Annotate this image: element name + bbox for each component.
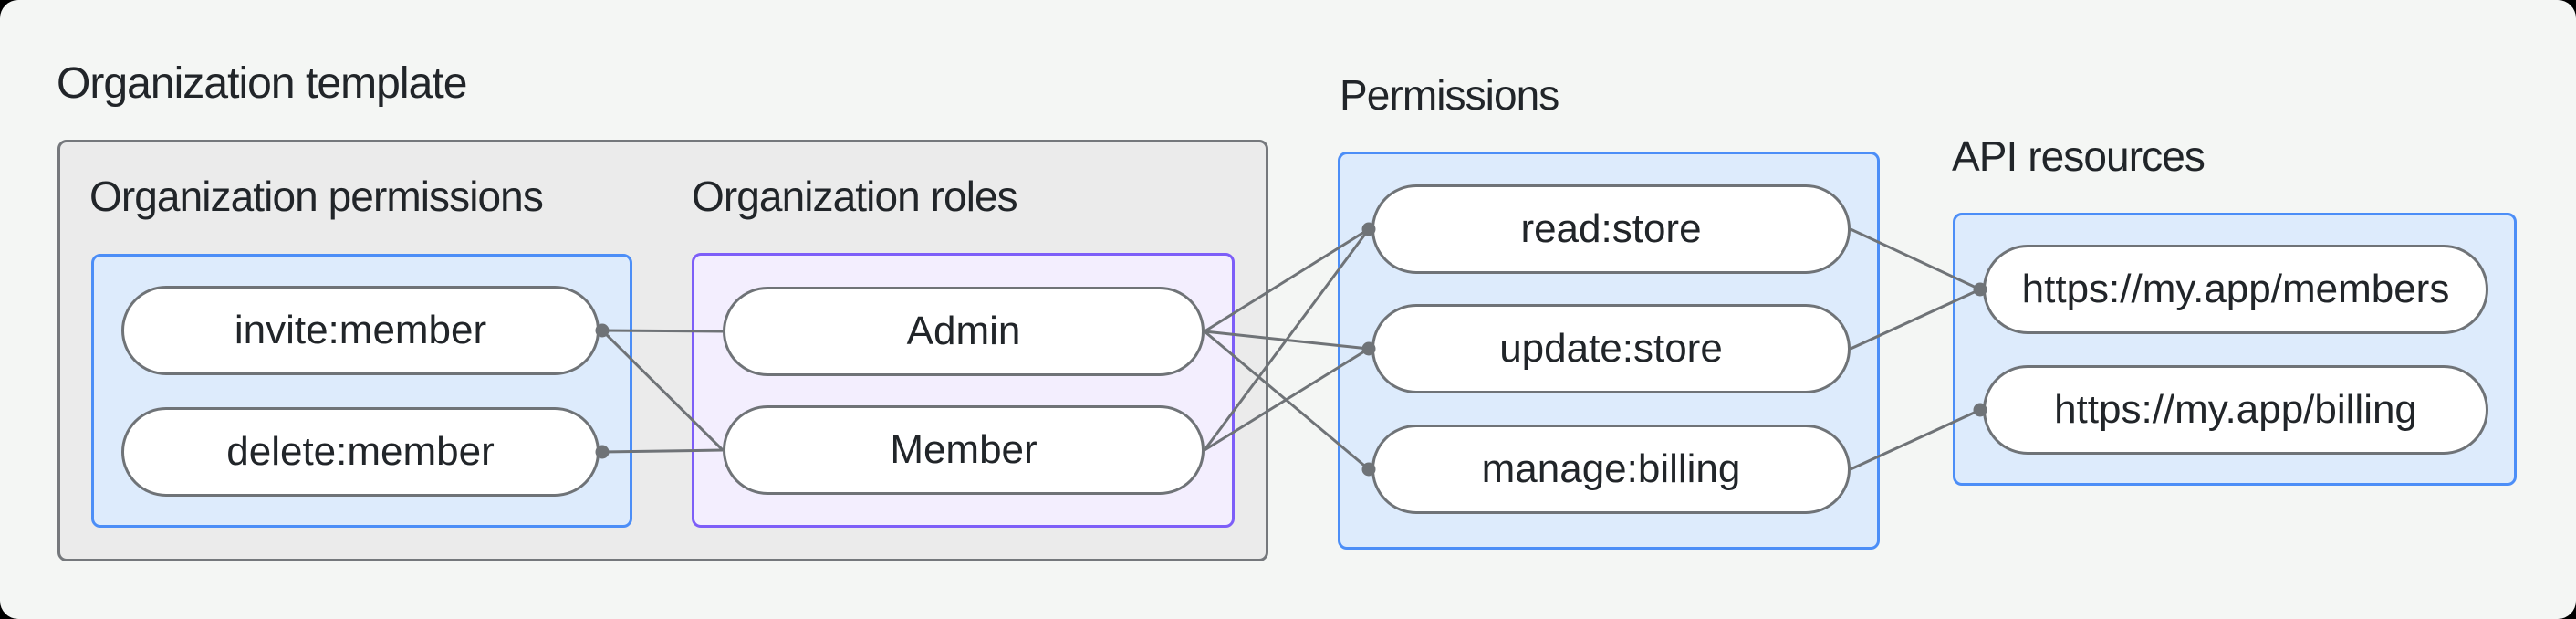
permissions-heading: Permissions	[1340, 71, 1559, 119]
org-roles-heading: Organization roles	[692, 173, 1018, 220]
node-pill-update-store: update:store	[1371, 304, 1851, 393]
node-pill-read-store: read:store	[1371, 184, 1851, 274]
node-pill-billing-url: https://my.app/billing	[1983, 365, 2488, 455]
node-pill-member: Member	[723, 405, 1205, 495]
node-pill-admin: Admin	[723, 287, 1205, 376]
node-pill-delete-member: delete:member	[121, 407, 600, 497]
api-resources-heading: API resources	[1952, 132, 2206, 180]
diagram-title: Organization template	[57, 59, 467, 108]
org-permissions-heading: Organization permissions	[89, 173, 544, 220]
node-pill-manage-billing: manage:billing	[1371, 425, 1851, 514]
node-pill-invite-member: invite:member	[121, 286, 600, 375]
node-pill-members-url: https://my.app/members	[1983, 245, 2488, 334]
